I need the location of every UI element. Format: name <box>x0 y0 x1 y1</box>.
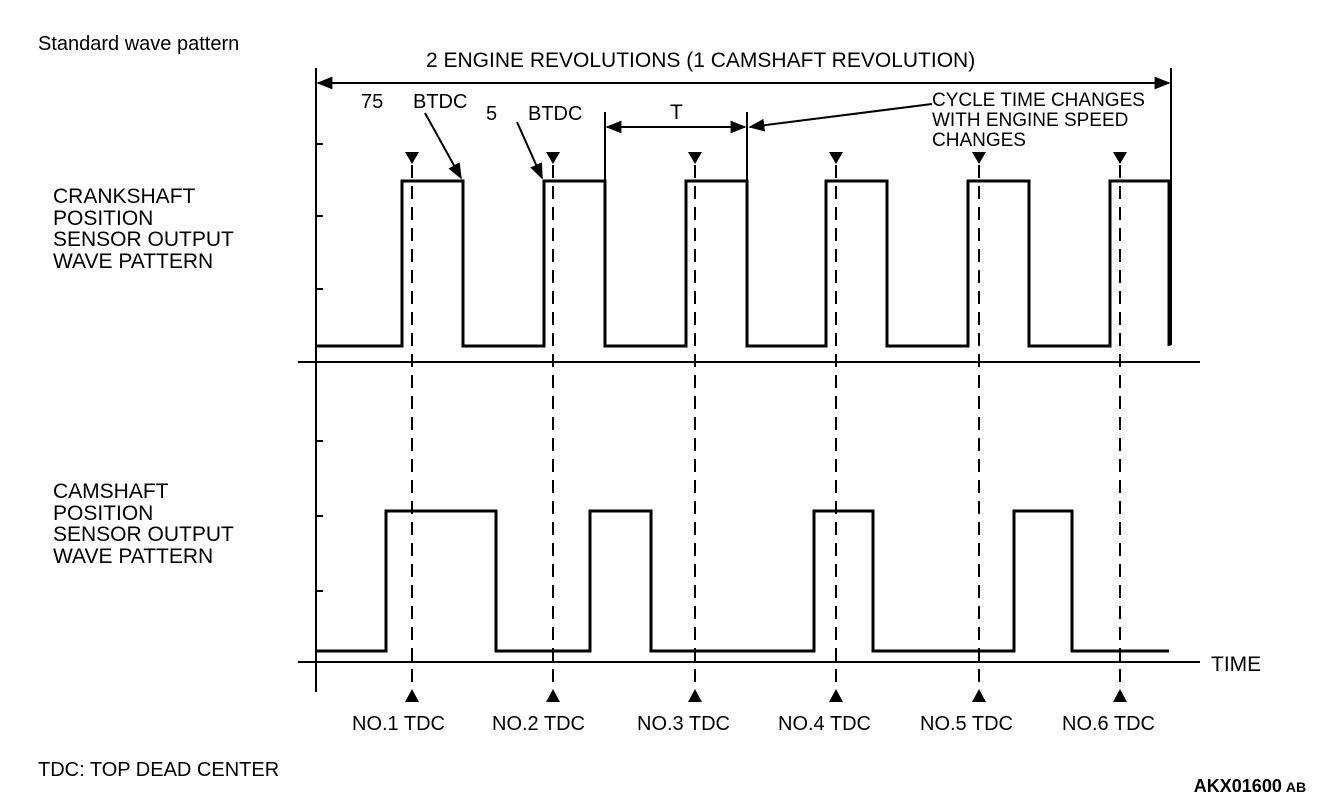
tdc-marker-top-5 <box>972 152 986 164</box>
diagram-title: Standard wave pattern <box>38 33 240 55</box>
figure-code-main: AKX01600 <box>1193 776 1282 796</box>
tdc-label-1: NO.1 TDC <box>352 713 445 735</box>
tdc-marker-bottom-6 <box>1113 689 1127 702</box>
tdc-marker-top-2 <box>546 152 560 164</box>
crankshaft-signal-label: CRANKSHAFT POSITION SENSOR OUTPUT WAVE P… <box>53 185 234 273</box>
tdc-marker-bottom-5 <box>972 689 986 702</box>
cycle-time-note: CYCLE TIME CHANGES WITH ENGINE SPEED CHA… <box>932 90 1145 151</box>
tdc-marker-bottom-1 <box>405 689 419 702</box>
tdc-marker-top-4 <box>829 152 843 164</box>
time-axis-label: TIME <box>1211 653 1262 676</box>
tdc-label-6: NO.6 TDC <box>1062 713 1155 735</box>
tdc-marker-top-3 <box>688 152 702 164</box>
tdc-top-markers <box>405 152 1127 164</box>
revolutions-label: 2 ENGINE REVOLUTIONS (1 CAMSHAFT REVOLUT… <box>426 49 976 72</box>
tdc-label-3: NO.3 TDC <box>637 713 730 735</box>
cycle-note-leader <box>748 103 933 132</box>
tdc-reference-lines <box>411 165 1121 686</box>
tdc-marker-bottom-3 <box>688 689 702 702</box>
tdc-label-2: NO.2 TDC <box>492 713 585 735</box>
camshaft-signal-label: CAMSHAFT POSITION SENSOR OUTPUT WAVE PAT… <box>53 480 234 568</box>
tdc-marker-top-6 <box>1113 152 1127 164</box>
tdc-bottom-markers <box>405 689 1127 702</box>
tdc-legend: TDC: TOP DEAD CENTER <box>38 759 280 781</box>
btdc-5-value: 5 <box>486 103 498 125</box>
camshaft-waveform <box>316 509 1169 653</box>
crankshaft-waveform <box>316 179 1171 348</box>
btdc-75-leader <box>424 112 462 180</box>
period-label: T <box>670 101 683 124</box>
btdc-5-leader <box>516 121 543 180</box>
tdc-marker-top-1 <box>405 152 419 164</box>
figure-code-suffix: AB <box>1285 779 1307 795</box>
tdc-label-4: NO.4 TDC <box>778 713 871 735</box>
btdc-75-unit: BTDC <box>413 91 468 113</box>
tdc-marker-bottom-2 <box>546 689 560 702</box>
tdc-label-5: NO.5 TDC <box>920 713 1013 735</box>
btdc-5-unit: BTDC <box>528 103 583 125</box>
tdc-marker-bottom-4 <box>829 689 843 702</box>
btdc-75-value: 75 <box>361 91 384 113</box>
y-axis-ticks <box>316 143 323 592</box>
